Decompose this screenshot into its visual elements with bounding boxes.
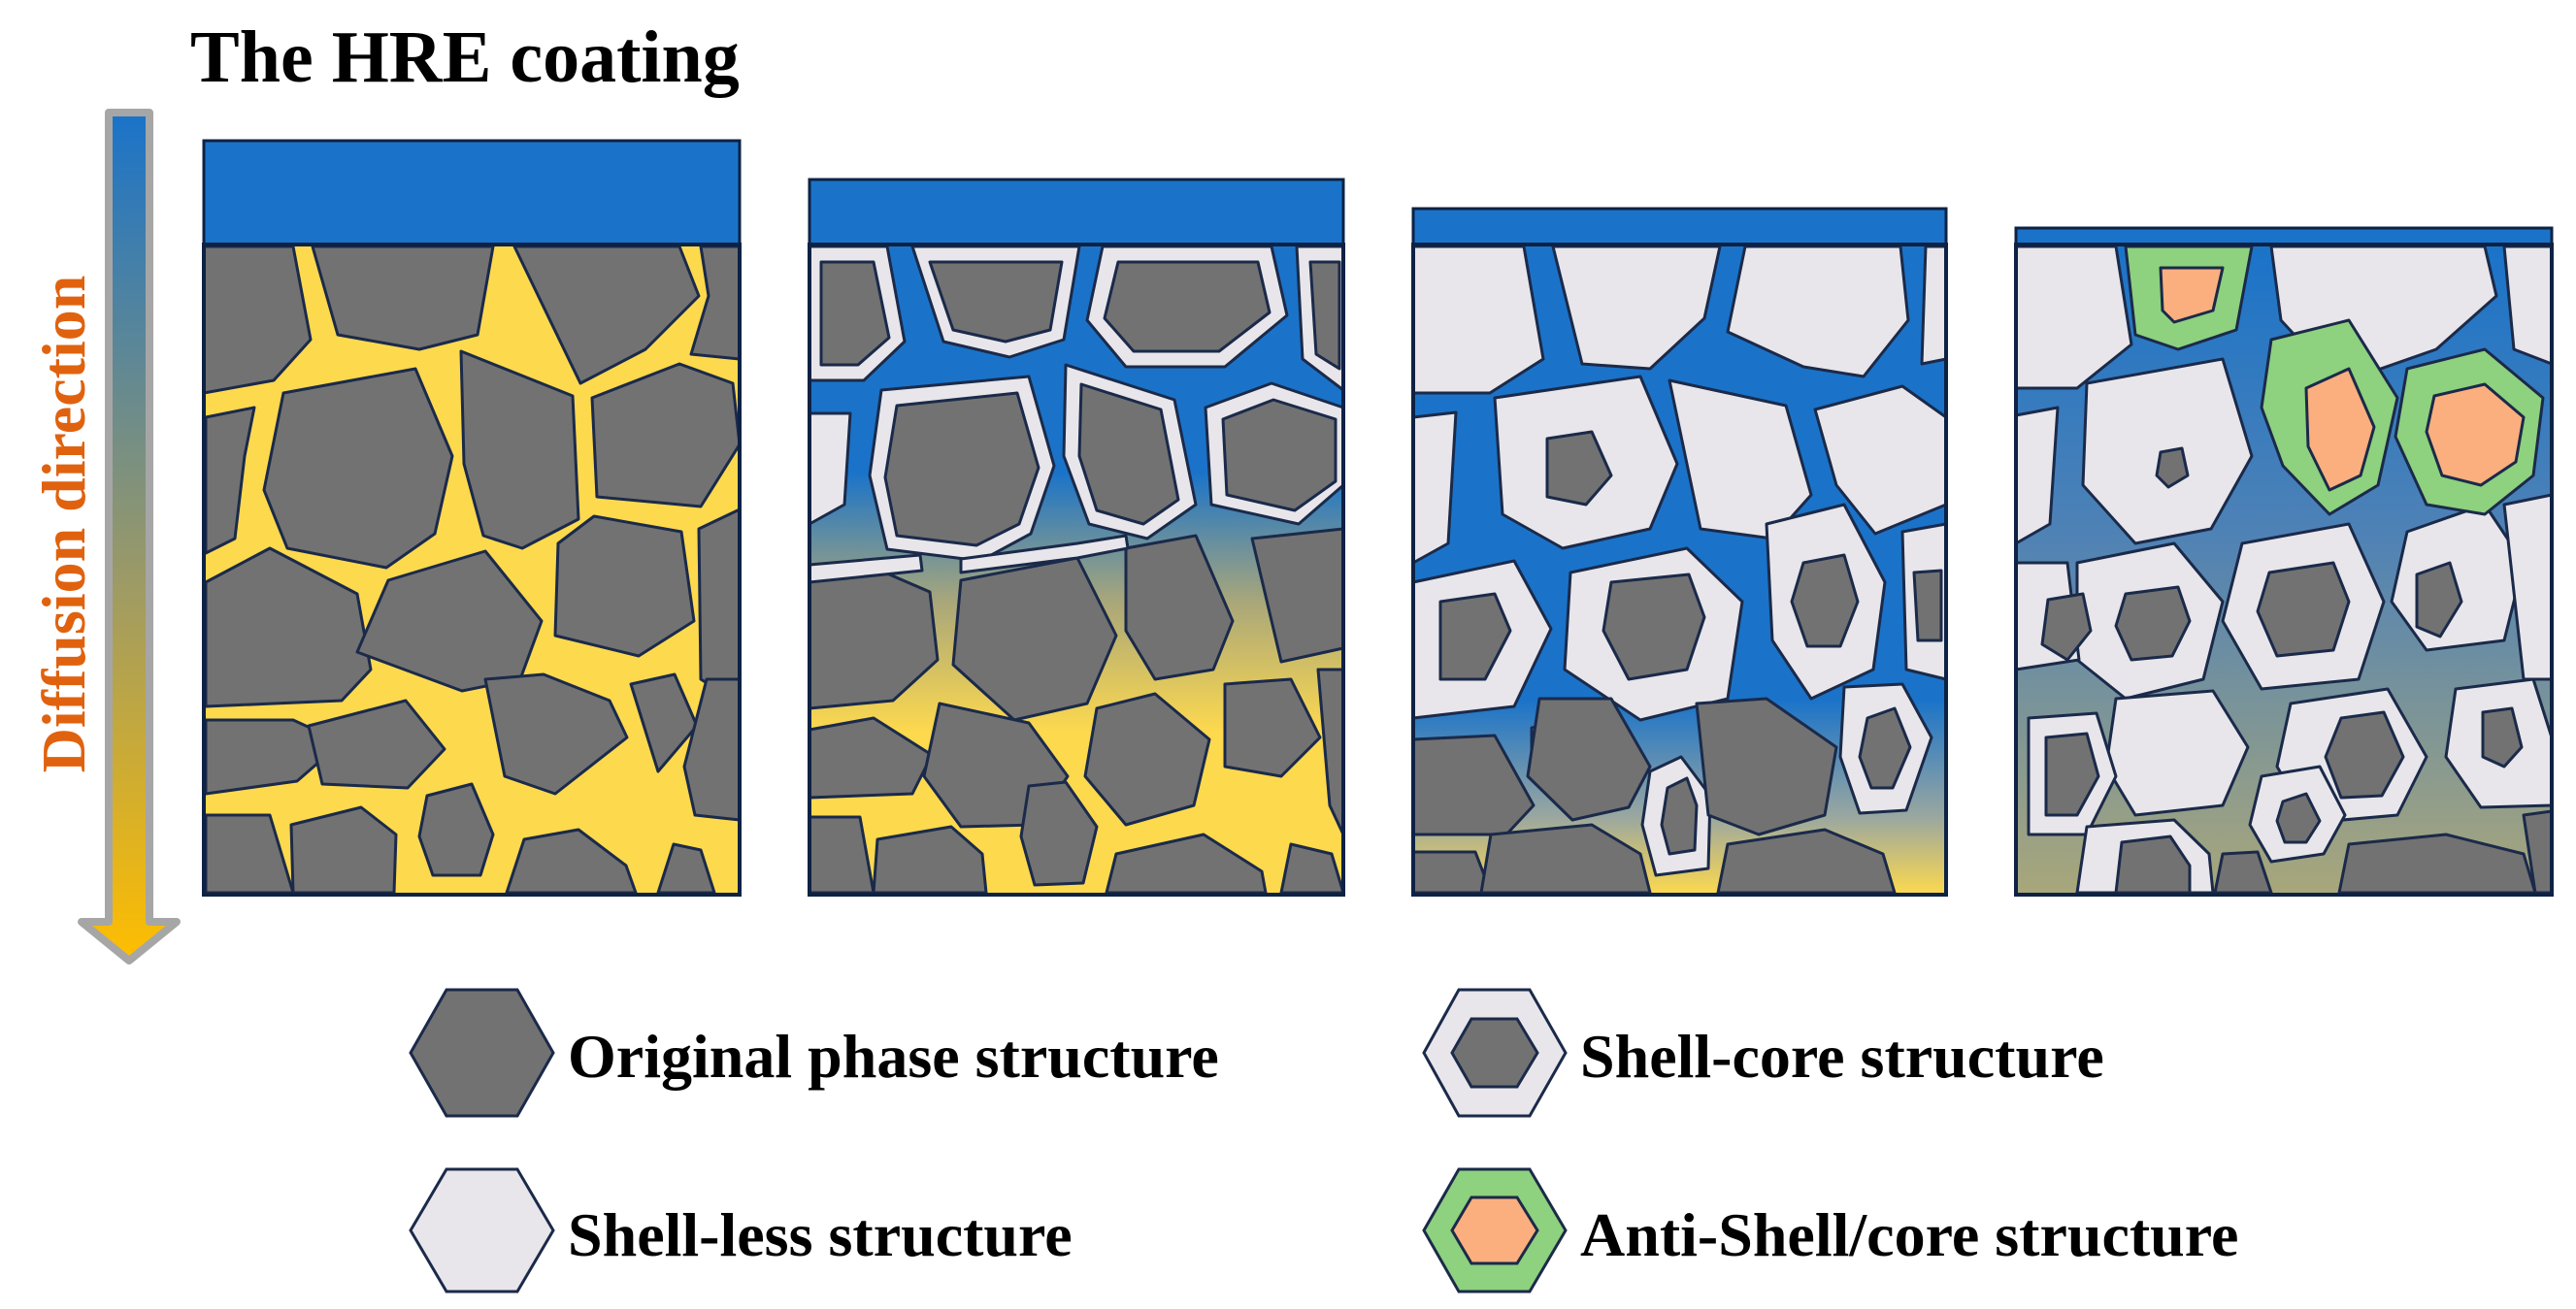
diffusion-arrow — [78, 109, 181, 965]
shell-core-grains — [808, 245, 1345, 895]
panel-frame — [1411, 243, 1948, 897]
axis-label-diffusion: Diffusion direction — [29, 276, 98, 773]
shell-core-inner-icon — [1450, 1017, 1539, 1089]
shell-less-swatch-icon — [409, 1167, 555, 1293]
shell-cores — [2040, 446, 2524, 895]
legend-label-shell-core: Shell-core structure — [1580, 1022, 2104, 1091]
anti-shell-grains — [2124, 245, 2545, 516]
legend-label-original: Original phase structure — [568, 1022, 1219, 1091]
legend: Original phase structure Shell-core stru… — [409, 988, 2238, 1293]
legend-item-original: Original phase structure — [409, 988, 1219, 1118]
panel-frame — [202, 243, 742, 897]
original-grain-swatch-icon — [409, 988, 555, 1118]
legend-label-shell-less: Shell-less structure — [568, 1200, 1073, 1269]
legend-item-anti-shell: Anti-Shell/core structure — [1422, 1167, 2238, 1293]
legend-item-shell-less: Shell-less structure — [409, 1167, 1073, 1293]
coating-layer — [202, 139, 742, 246]
panel-3 — [1411, 207, 1948, 897]
original-grains — [1411, 697, 1897, 895]
panel-1 — [202, 139, 742, 897]
coating-layer — [2014, 226, 2554, 246]
legend-label-anti-shell: Anti-Shell/core structure — [1580, 1200, 2238, 1269]
panel-frame — [2014, 243, 2554, 897]
coating-layer — [1411, 207, 1948, 246]
shell-cores — [1438, 430, 1943, 856]
anti-shell-core-icon — [1450, 1195, 1539, 1265]
panel-4 — [2014, 226, 2554, 897]
original-grains — [202, 245, 741, 895]
panel-frame — [808, 243, 1345, 897]
figure-title: The HRE coating — [190, 16, 740, 98]
coating-layer — [808, 178, 1345, 246]
panel-2 — [808, 178, 1345, 897]
legend-item-shell-core: Shell-core structure — [1422, 988, 2104, 1118]
